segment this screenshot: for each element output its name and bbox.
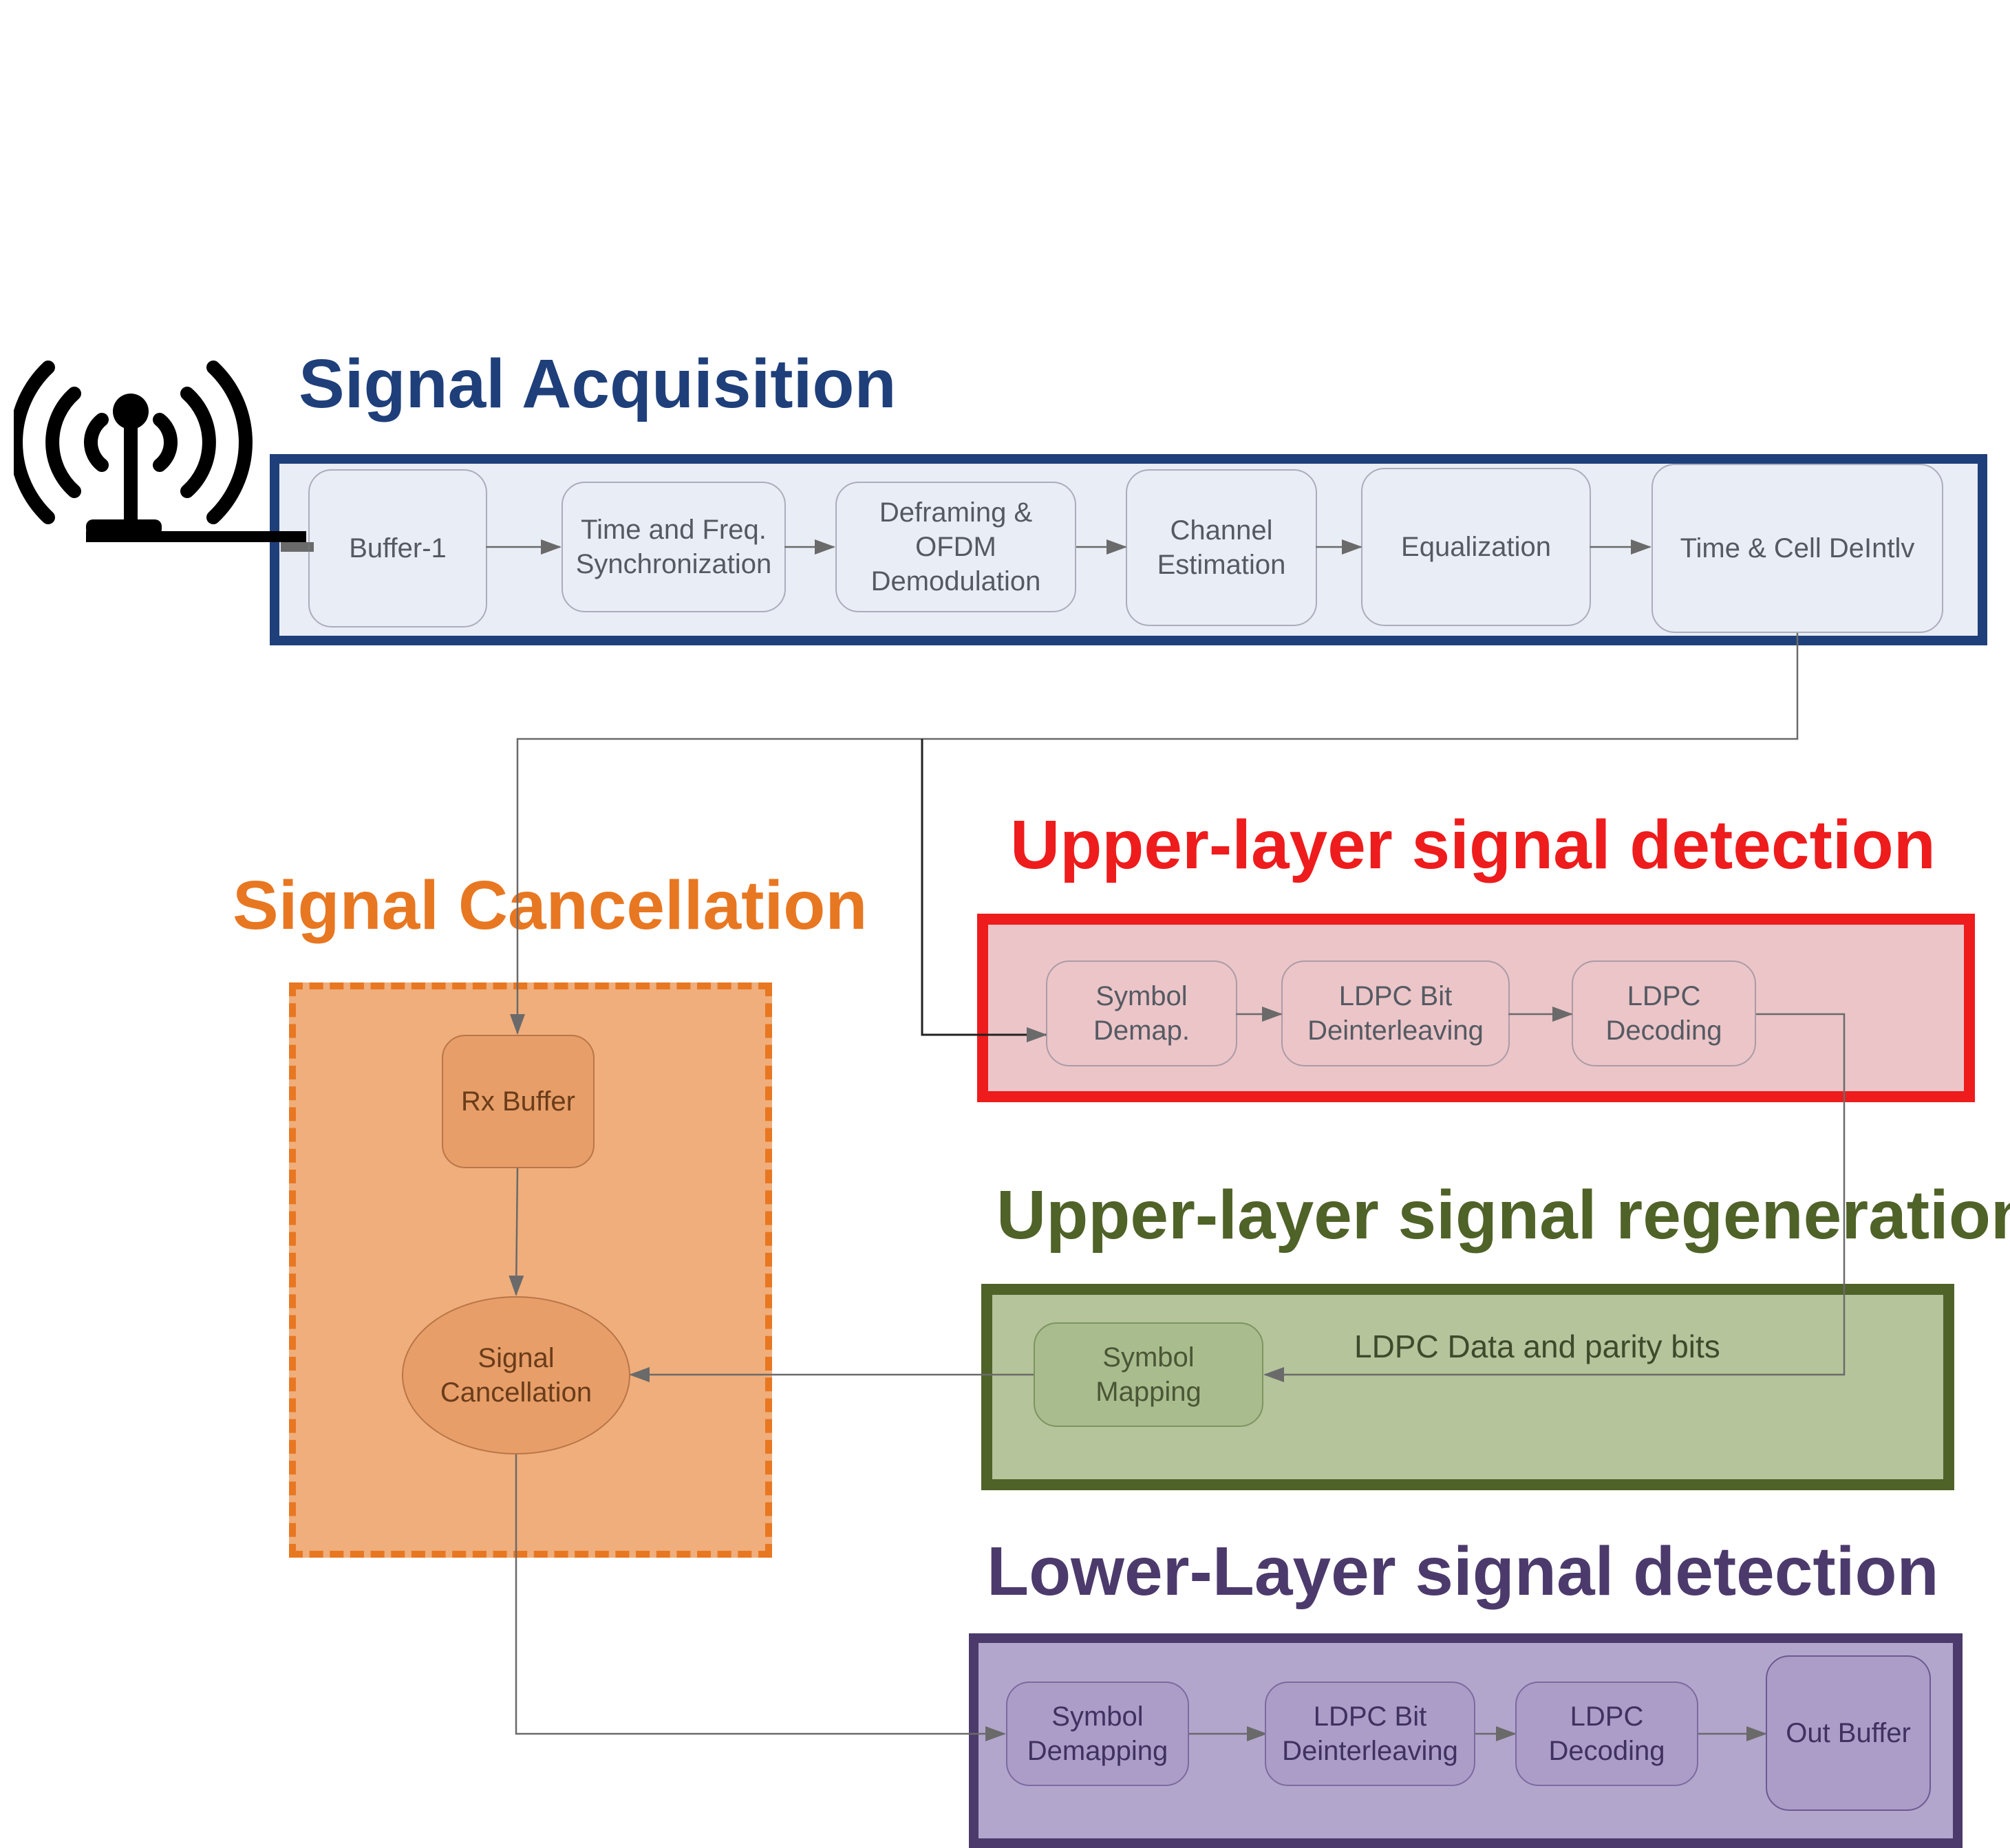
deframing-ofdm-block: Deframing & OFDM Demodulation (835, 482, 1076, 612)
rx-buffer-block: Rx Buffer (442, 1035, 595, 1168)
ldpc-bit-deinterleaving-block: LDPC Bit Deinterleaving (1281, 960, 1510, 1066)
upper-detection-group (977, 914, 1975, 1102)
channel-estimation-block: Channel Estimation (1126, 469, 1317, 626)
upper-detection-title: Upper-layer signal detection (1010, 806, 1936, 883)
signal-cancellation-title: Signal Cancellation (233, 867, 868, 944)
equalization-block: Equalization (1361, 468, 1591, 626)
buffer-1-block: Buffer-1 (308, 469, 487, 627)
lower-ldpc-decoding-block: LDPC Decoding (1515, 1682, 1698, 1786)
symbol-mapping-block: Symbol Mapping (1034, 1322, 1263, 1427)
antenna-icon (14, 361, 306, 542)
lower-ldpc-bit-deinterleaving-block: LDPC Bit Deinterleaving (1265, 1682, 1475, 1786)
out-buffer-block: Out Buffer (1766, 1655, 1931, 1811)
ldpc-decoding-block: LDPC Decoding (1572, 960, 1756, 1066)
symbol-demapping-block: Symbol Demapping (1006, 1682, 1189, 1786)
ldpc-data-parity-label: LDPC Data and parity bits (1354, 1329, 1720, 1364)
symbol-demap-block: Symbol Demap. (1046, 960, 1237, 1066)
time-cell-deintlv-block: Time & Cell DeIntlv (1651, 464, 1943, 633)
time-freq-sync-block: Time and Freq. Synchronization (562, 482, 786, 612)
signal-cancellation-node: Signal Cancellation (402, 1296, 630, 1454)
upper-regeneration-title: Upper-layer signal regeneration (996, 1177, 2010, 1254)
lower-detection-title: Lower-Layer signal detection (987, 1533, 1939, 1610)
signal-acquisition-title: Signal Acquisition (299, 345, 897, 422)
